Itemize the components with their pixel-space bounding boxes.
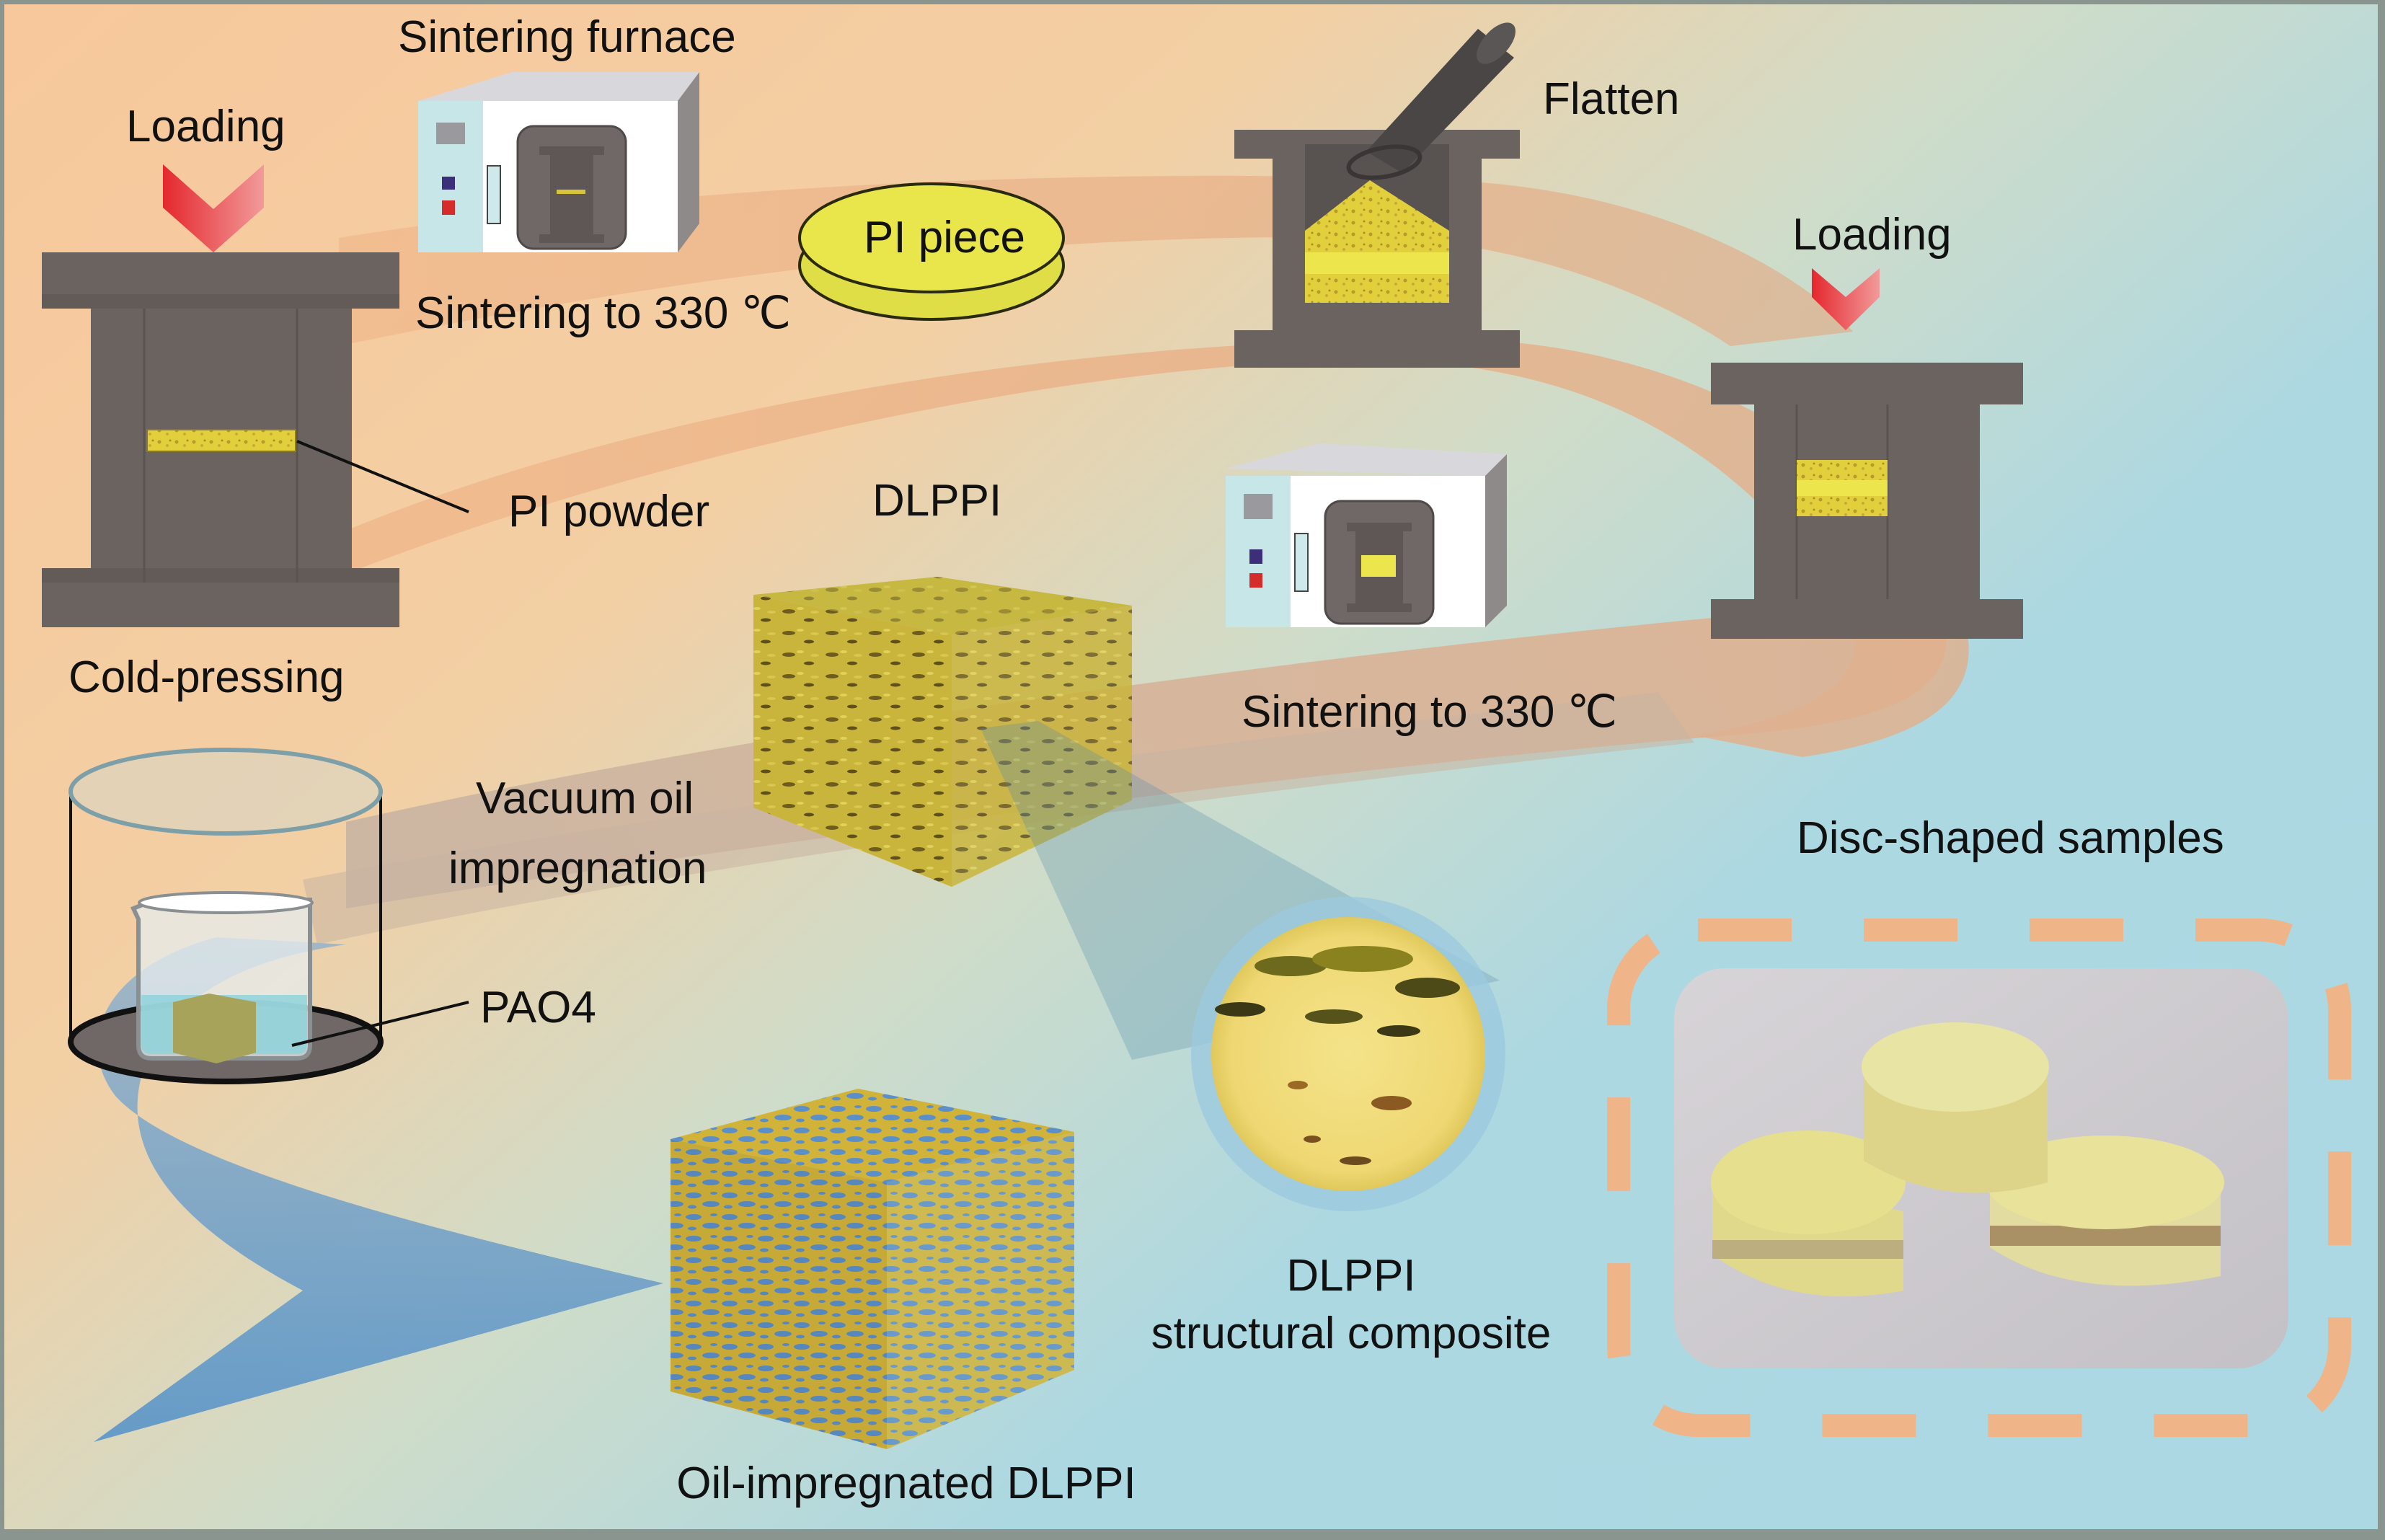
loading-arrow-2	[1812, 268, 1880, 330]
label-oil-impregnated: Oil-impregnated DLPPI	[676, 1459, 1136, 1508]
oil-impregnated-cube	[671, 1089, 1074, 1449]
sintering-furnace-1	[418, 72, 699, 252]
label-dlppi: DLPPI	[872, 476, 1001, 526]
process-band-upper	[339, 339, 1969, 757]
flatten-powder-layer	[1305, 274, 1449, 303]
sample-disc-left	[1711, 1130, 1906, 1297]
label-sintering-furnace: Sintering furnace	[398, 12, 736, 62]
label-vacuum-oil-line1: Vacuum oil	[476, 774, 694, 823]
structural-composite-magnified	[1191, 897, 1505, 1211]
impregnation-band	[94, 937, 663, 1442]
pi-powder-layer	[146, 429, 296, 452]
label-pao4: PAO4	[480, 983, 596, 1032]
pao4-leader	[291, 1001, 469, 1047]
label-disc-shaped-samples: Disc-shaped samples	[1797, 813, 2224, 863]
label-composite-line1: DLPPI	[1286, 1251, 1415, 1301]
flatten-mold	[1234, 130, 1520, 368]
label-flatten: Flatten	[1543, 74, 1680, 124]
label-cold-pressing: Cold-pressing	[68, 652, 345, 702]
label-pi-piece: PI piece	[864, 213, 1025, 262]
cold-press-mold	[42, 252, 399, 627]
flatten-powder-heap	[1305, 180, 1449, 252]
loading-mold	[1711, 363, 2023, 639]
dashed-border	[1607, 919, 2351, 1437]
pi-powder-leader	[296, 440, 469, 513]
label-loading-1: Loading	[126, 102, 286, 151]
label-sintering-1: Sintering to 330 ℃	[415, 288, 791, 338]
label-pi-powder: PI powder	[508, 487, 709, 536]
dlppi-cube	[753, 577, 1132, 887]
loading-pi-layer	[1797, 480, 1888, 496]
beaker	[130, 891, 314, 1063]
loading-powder-top	[1797, 460, 1888, 480]
pi-piece-disc	[798, 182, 1065, 321]
loading-powder-bottom	[1797, 496, 1888, 516]
sintering-furnace-2	[1226, 443, 1507, 627]
vacuum-lid	[68, 748, 383, 836]
sample-disc-top	[1862, 1022, 2049, 1193]
label-vacuum-oil-line2: impregnation	[448, 844, 707, 893]
label-loading-2: Loading	[1792, 210, 1952, 260]
immersed-sample	[173, 994, 256, 1063]
loading-arrow-1	[163, 164, 264, 252]
label-composite-line2: structural composite	[1151, 1309, 1552, 1358]
flatten-pi-layer	[1305, 252, 1449, 274]
disc-samples-panel	[1607, 919, 2351, 1437]
flatten-rod	[1346, 22, 1515, 180]
label-sintering-2: Sintering to 330 ℃	[1242, 687, 1617, 737]
